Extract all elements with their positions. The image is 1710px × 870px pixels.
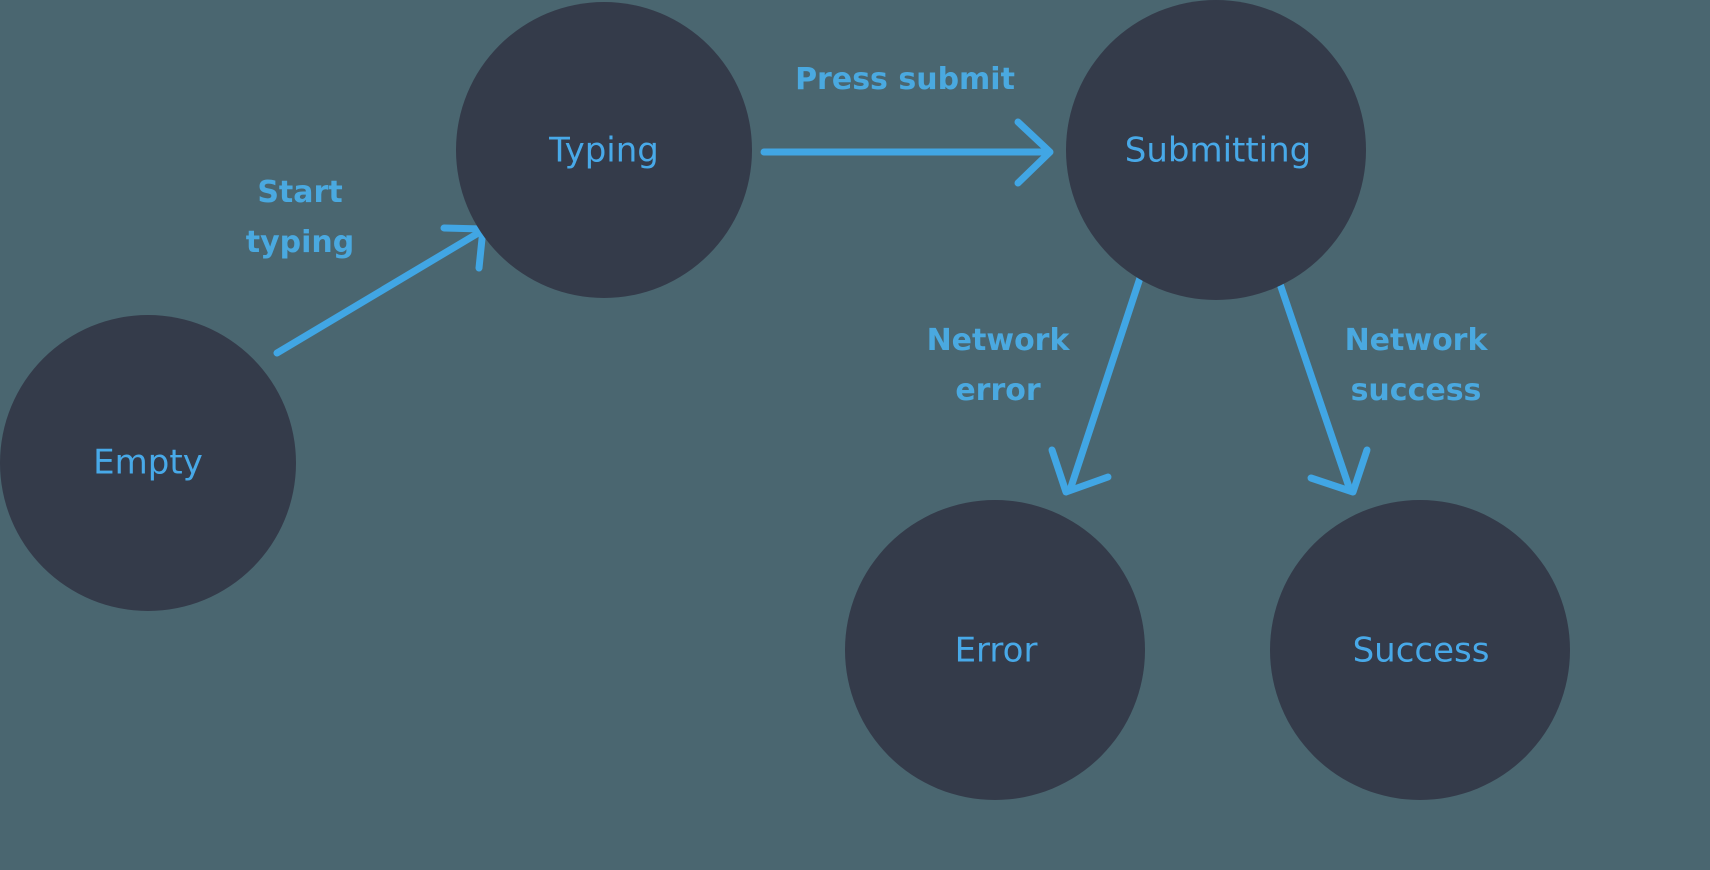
state-node-circle-success[interactable] — [1270, 500, 1570, 800]
edge-line-submitting-to-error — [1067, 274, 1144, 491]
edges-layer — [273, 118, 1371, 496]
state-node-error[interactable]: Error — [845, 500, 1145, 800]
arrowhead-icon-typing-to-submitting — [1014, 118, 1054, 187]
edge-typing-to-submitting — [760, 118, 1054, 187]
state-node-label-success: Success — [1353, 631, 1490, 671]
state-node-label-empty: Empty — [93, 443, 203, 483]
state-node-circle-typing[interactable] — [456, 2, 752, 298]
state-node-circle-error[interactable] — [845, 500, 1145, 800]
state-node-circle-submitting[interactable] — [1066, 0, 1366, 300]
state-node-typing[interactable]: Typing — [456, 2, 752, 298]
edge-submitting-to-success — [1275, 277, 1371, 496]
arrowhead-icon-submitting-to-error — [1048, 446, 1112, 496]
edge-line-empty-to-typing — [273, 228, 484, 357]
arrowhead-icon-submitting-to-success — [1307, 446, 1371, 496]
state-node-empty[interactable]: Empty — [0, 315, 296, 611]
state-node-success[interactable]: Success — [1270, 500, 1570, 800]
state-node-circle-empty[interactable] — [0, 315, 296, 611]
state-node-label-typing: Typing — [548, 131, 659, 171]
state-node-label-error: Error — [955, 631, 1038, 671]
edge-label-typing-to-submitting: Press submit — [795, 62, 1015, 97]
state-node-submitting[interactable]: Submitting — [1066, 0, 1366, 300]
state-node-label-submitting: Submitting — [1125, 131, 1312, 171]
edge-line-submitting-to-success — [1275, 277, 1353, 491]
edge-submitting-to-error — [1048, 274, 1144, 496]
